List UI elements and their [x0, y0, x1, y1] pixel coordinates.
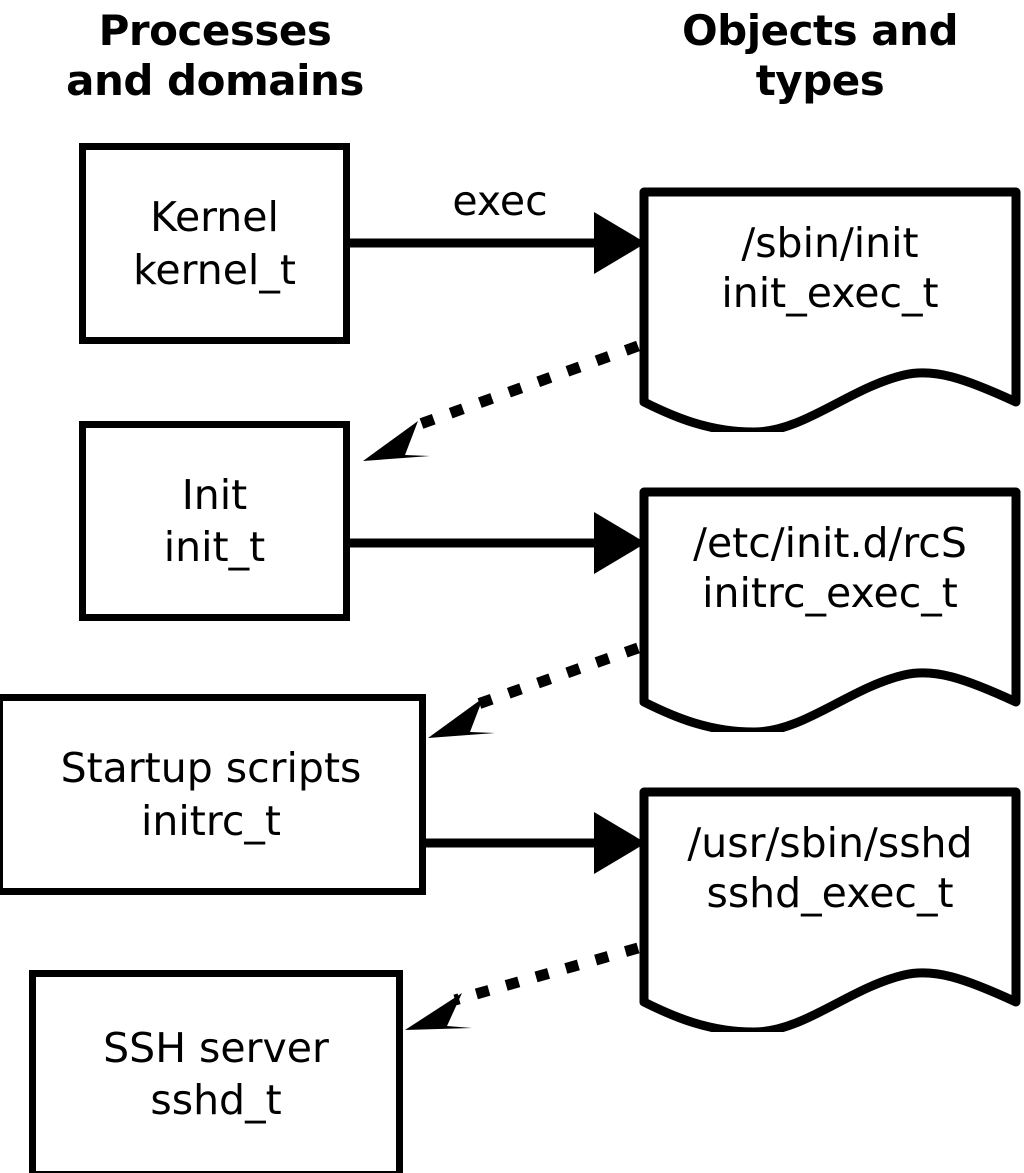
- edge-initrc-exec-transition-initrc: [428, 642, 640, 738]
- document-shape-icon: [639, 487, 1021, 732]
- process-node-ssh-server-type: sshd_t: [150, 1076, 282, 1124]
- process-node-startup-scripts-name: Startup scripts: [60, 744, 362, 793]
- edge-init-exec-transition-init: [363, 340, 640, 461]
- object-node-sshd-exec[interactable]: /usr/sbin/sshd sshd_exec_t: [634, 782, 1024, 1032]
- document-shape-icon: [639, 787, 1021, 1032]
- process-node-ssh-server-name: SSH server: [103, 1023, 329, 1072]
- process-node-startup-scripts[interactable]: Startup scripts initrc_t: [0, 694, 426, 895]
- process-node-init-type: init_t: [163, 523, 266, 571]
- process-node-kernel-type: kernel_t: [133, 245, 296, 294]
- edge-label-exec: exec: [452, 177, 547, 225]
- process-node-init-name: Init: [181, 470, 248, 519]
- process-node-init[interactable]: Init init_t: [79, 421, 350, 621]
- process-node-kernel-name: Kernel: [150, 193, 279, 242]
- object-node-initrc-exec[interactable]: /etc/init.d/rcS initrc_exec_t: [634, 482, 1024, 732]
- edge-sshd-exec-transition-sshd: [405, 942, 640, 1030]
- object-node-init-exec[interactable]: /sbin/init init_exec_t: [634, 182, 1024, 432]
- column-header-objects-and-types: Objects and types: [681, 6, 959, 105]
- document-shape-icon: [639, 187, 1021, 432]
- edge-initrc-exec-sshd-exec: [425, 812, 646, 874]
- process-node-ssh-server[interactable]: SSH server sshd_t: [29, 970, 403, 1173]
- edge-init-exec-initrc-exec: [350, 512, 646, 574]
- process-node-startup-scripts-type: initrc_t: [141, 796, 281, 845]
- edge-kernel-exec-init-exec: [350, 212, 646, 274]
- process-node-kernel[interactable]: Kernel kernel_t: [79, 143, 350, 344]
- column-header-processes-and-domains: Processes and domains: [66, 6, 364, 105]
